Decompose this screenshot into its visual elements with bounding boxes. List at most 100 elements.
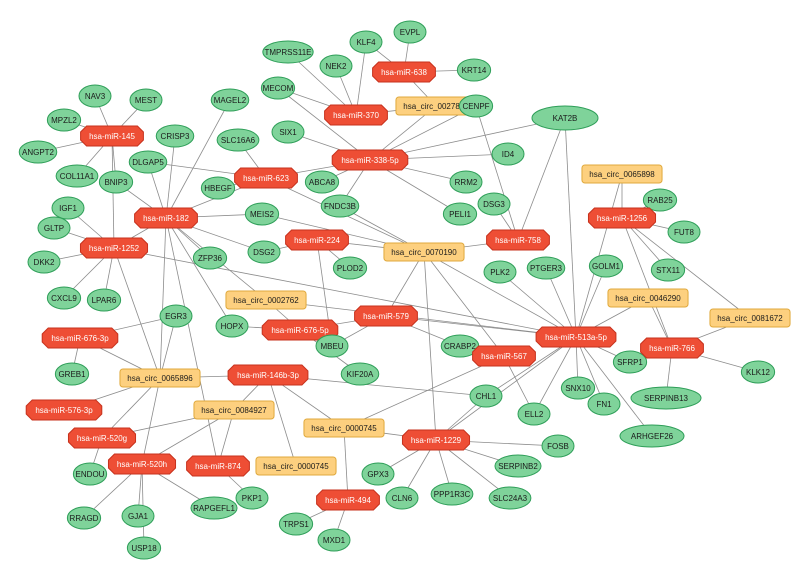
node-dsg2: DSG2 [247,240,281,264]
gene-shape [560,376,596,400]
node-ptger3: PTGER3 [526,256,566,280]
node-label: ARHGEF26 [631,432,674,441]
node-label: SERPINB13 [644,394,689,403]
node-label: hsa-miR-338-5p [341,156,399,165]
node-abca8: ABCA8 [304,170,340,194]
node-label: CRABP2 [444,342,477,351]
gene-shape [51,196,85,220]
gene-shape [129,88,163,112]
gene-shape [667,220,701,244]
node-hbegf: HBEGF [200,176,236,200]
circ-shape [255,456,337,476]
node-mxd1: MXD1 [317,528,351,552]
node-label: hsa_circ_0002762 [233,296,299,305]
node-fn1: FN1 [587,392,621,416]
node-egr3: EGR3 [159,304,193,328]
gene-shape [483,260,517,284]
gene-shape [128,150,168,174]
node-lpar6: LPAR6 [86,288,122,312]
mirna-shape [80,125,144,147]
node-label: hsa-miR-623 [243,174,289,183]
node-label: hsa-miR-1229 [411,436,462,445]
gene-shape [619,424,685,448]
node-label: PTGER3 [530,264,563,273]
gene-shape [491,142,525,166]
edge-circ0070190-mir579 [385,251,425,317]
node-label: EVPL [400,28,421,37]
edge-mir1256-circ0081672 [621,217,751,319]
node-label: SERPINB2 [498,462,538,471]
gene-shape [155,124,195,148]
node-label: CLN6 [392,494,413,503]
node-label: GPX3 [367,470,389,479]
node-label: SFRP1 [617,358,643,367]
circ-shape [383,242,465,262]
node-label: ELL2 [525,410,544,419]
node-hsa-circ-0070190: hsa_circ_0070190 [383,242,465,262]
node-label: ANGPT2 [22,148,55,157]
gene-shape [650,258,686,282]
gene-shape [260,76,296,100]
node-tmprss11e: TMPRSS11E [262,40,314,64]
gene-shape [456,58,492,82]
gene-shape [393,20,427,44]
node-label: hsa-miR-224 [294,236,340,245]
node-label: FUT8 [674,228,695,237]
gene-shape [278,512,314,536]
node-nav3: NAV3 [78,84,112,108]
node-label: hsa-miR-766 [649,344,695,353]
edge-mir513a-ell2 [533,336,577,415]
node-snx10: SNX10 [560,376,596,400]
node-evpl: EVPL [393,20,427,44]
gene-shape [271,120,305,144]
node-fut8: FUT8 [667,220,701,244]
node-label: DLGAP5 [132,158,164,167]
node-golm1: GOLM1 [588,254,624,278]
node-plk2: PLK2 [483,260,517,284]
node-arhgef26: ARHGEF26 [619,424,685,448]
mirna-shape [372,61,436,83]
node-rapgefl1: RAPGEFL1 [190,496,238,520]
node-mbeu: MBEU [315,334,349,358]
node-plod2: PLOD2 [332,256,368,280]
node-hsa-circ-0065896: hsa_circ_0065896 [119,368,201,388]
node-label: hsa_circ_0070190 [391,248,457,257]
node-label: hsa-miR-494 [325,496,371,505]
node-gpx3: GPX3 [361,462,395,486]
gene-shape [192,246,228,270]
node-peli1: PELI1 [442,202,478,226]
node-trps1: TRPS1 [278,512,314,536]
node-hsa-circ-0081672: hsa_circ_0081672 [709,308,791,328]
node-hsa-mir-623: hsa-miR-623 [234,167,298,189]
node-fndc3b: FNDC3B [320,194,360,218]
node-id4: ID4 [491,142,525,166]
circ-shape [581,164,663,184]
node-serpinb13: SERPINB13 [630,386,702,410]
node-label: KRT14 [462,66,487,75]
gene-shape [488,486,532,510]
node-hsa-circ-0000745: hsa_circ_0000745 [255,456,337,476]
node-label: USP18 [131,544,157,553]
gene-shape [190,496,238,520]
edge-mir1252-mir513a [113,247,577,338]
node-bnip3: BNIP3 [98,170,134,194]
node-col11a1: COL11A1 [55,164,99,188]
node-label: GOLM1 [592,262,621,271]
edge-mir146b-circ0000745b [267,374,297,467]
node-hsa-mir-1256: hsa-miR-1256 [587,207,657,229]
node-endou: ENDOU [72,462,108,486]
gene-shape [332,256,368,280]
node-label: PLK2 [490,268,510,277]
node-label: MEIS2 [250,210,275,219]
mirna-shape [227,364,309,386]
node-label: GLTP [44,224,64,233]
edge-mir513a-arhgef26 [575,336,653,437]
node-hsa-circ-0046290: hsa_circ_0046290 [607,288,689,308]
node-label: MEST [135,96,157,105]
gene-shape [215,314,249,338]
gene-shape [126,536,162,560]
node-label: hsa-miR-146b-3p [237,371,299,380]
circ-shape [119,368,201,388]
node-label: hsa-miR-370 [333,111,379,120]
edge-kat2b-mir513a [564,117,577,338]
